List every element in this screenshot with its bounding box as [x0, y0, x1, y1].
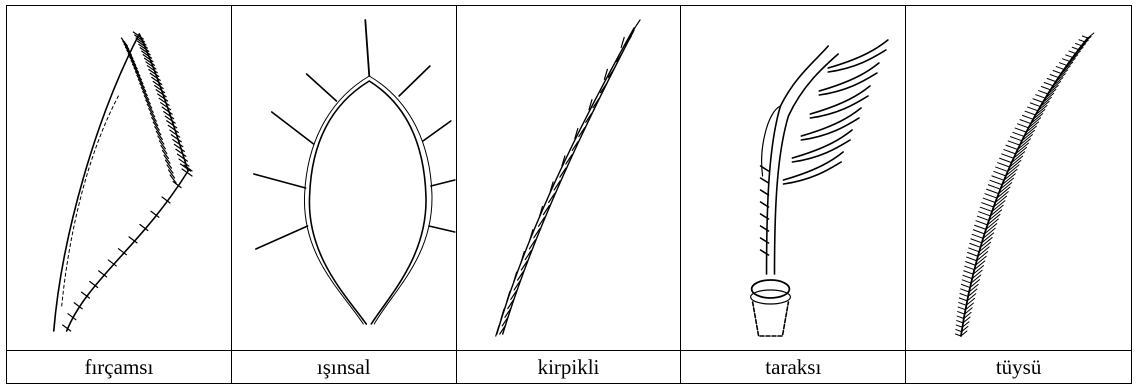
panel-fircamsi: fırçamsı	[7, 6, 232, 383]
plumose-hair-icon	[906, 6, 1131, 350]
panel-isinsal: ışınsal	[232, 6, 457, 383]
comb-like-hair-icon	[681, 6, 905, 350]
brush-like-hair-icon	[7, 6, 231, 350]
panel-taraksi: taraksı	[681, 6, 906, 383]
ciliate-hair-icon	[457, 6, 681, 350]
caption-isinsal: ışınsal	[232, 350, 456, 383]
caption-fircamsi: fırçamsı	[7, 350, 231, 383]
radial-hair-icon	[232, 6, 456, 350]
caption-taraksi: taraksı	[681, 350, 905, 383]
panel-kirpikli: kirpikli	[457, 6, 682, 383]
panel-grid: fırçamsı ışınsal	[6, 5, 1132, 384]
caption-tuysu: tüysü	[906, 350, 1131, 383]
hair-types-figure: fırçamsı ışınsal	[6, 5, 1132, 384]
caption-kirpikli: kirpikli	[457, 350, 681, 383]
panel-tuysu: tüysü	[906, 6, 1131, 383]
